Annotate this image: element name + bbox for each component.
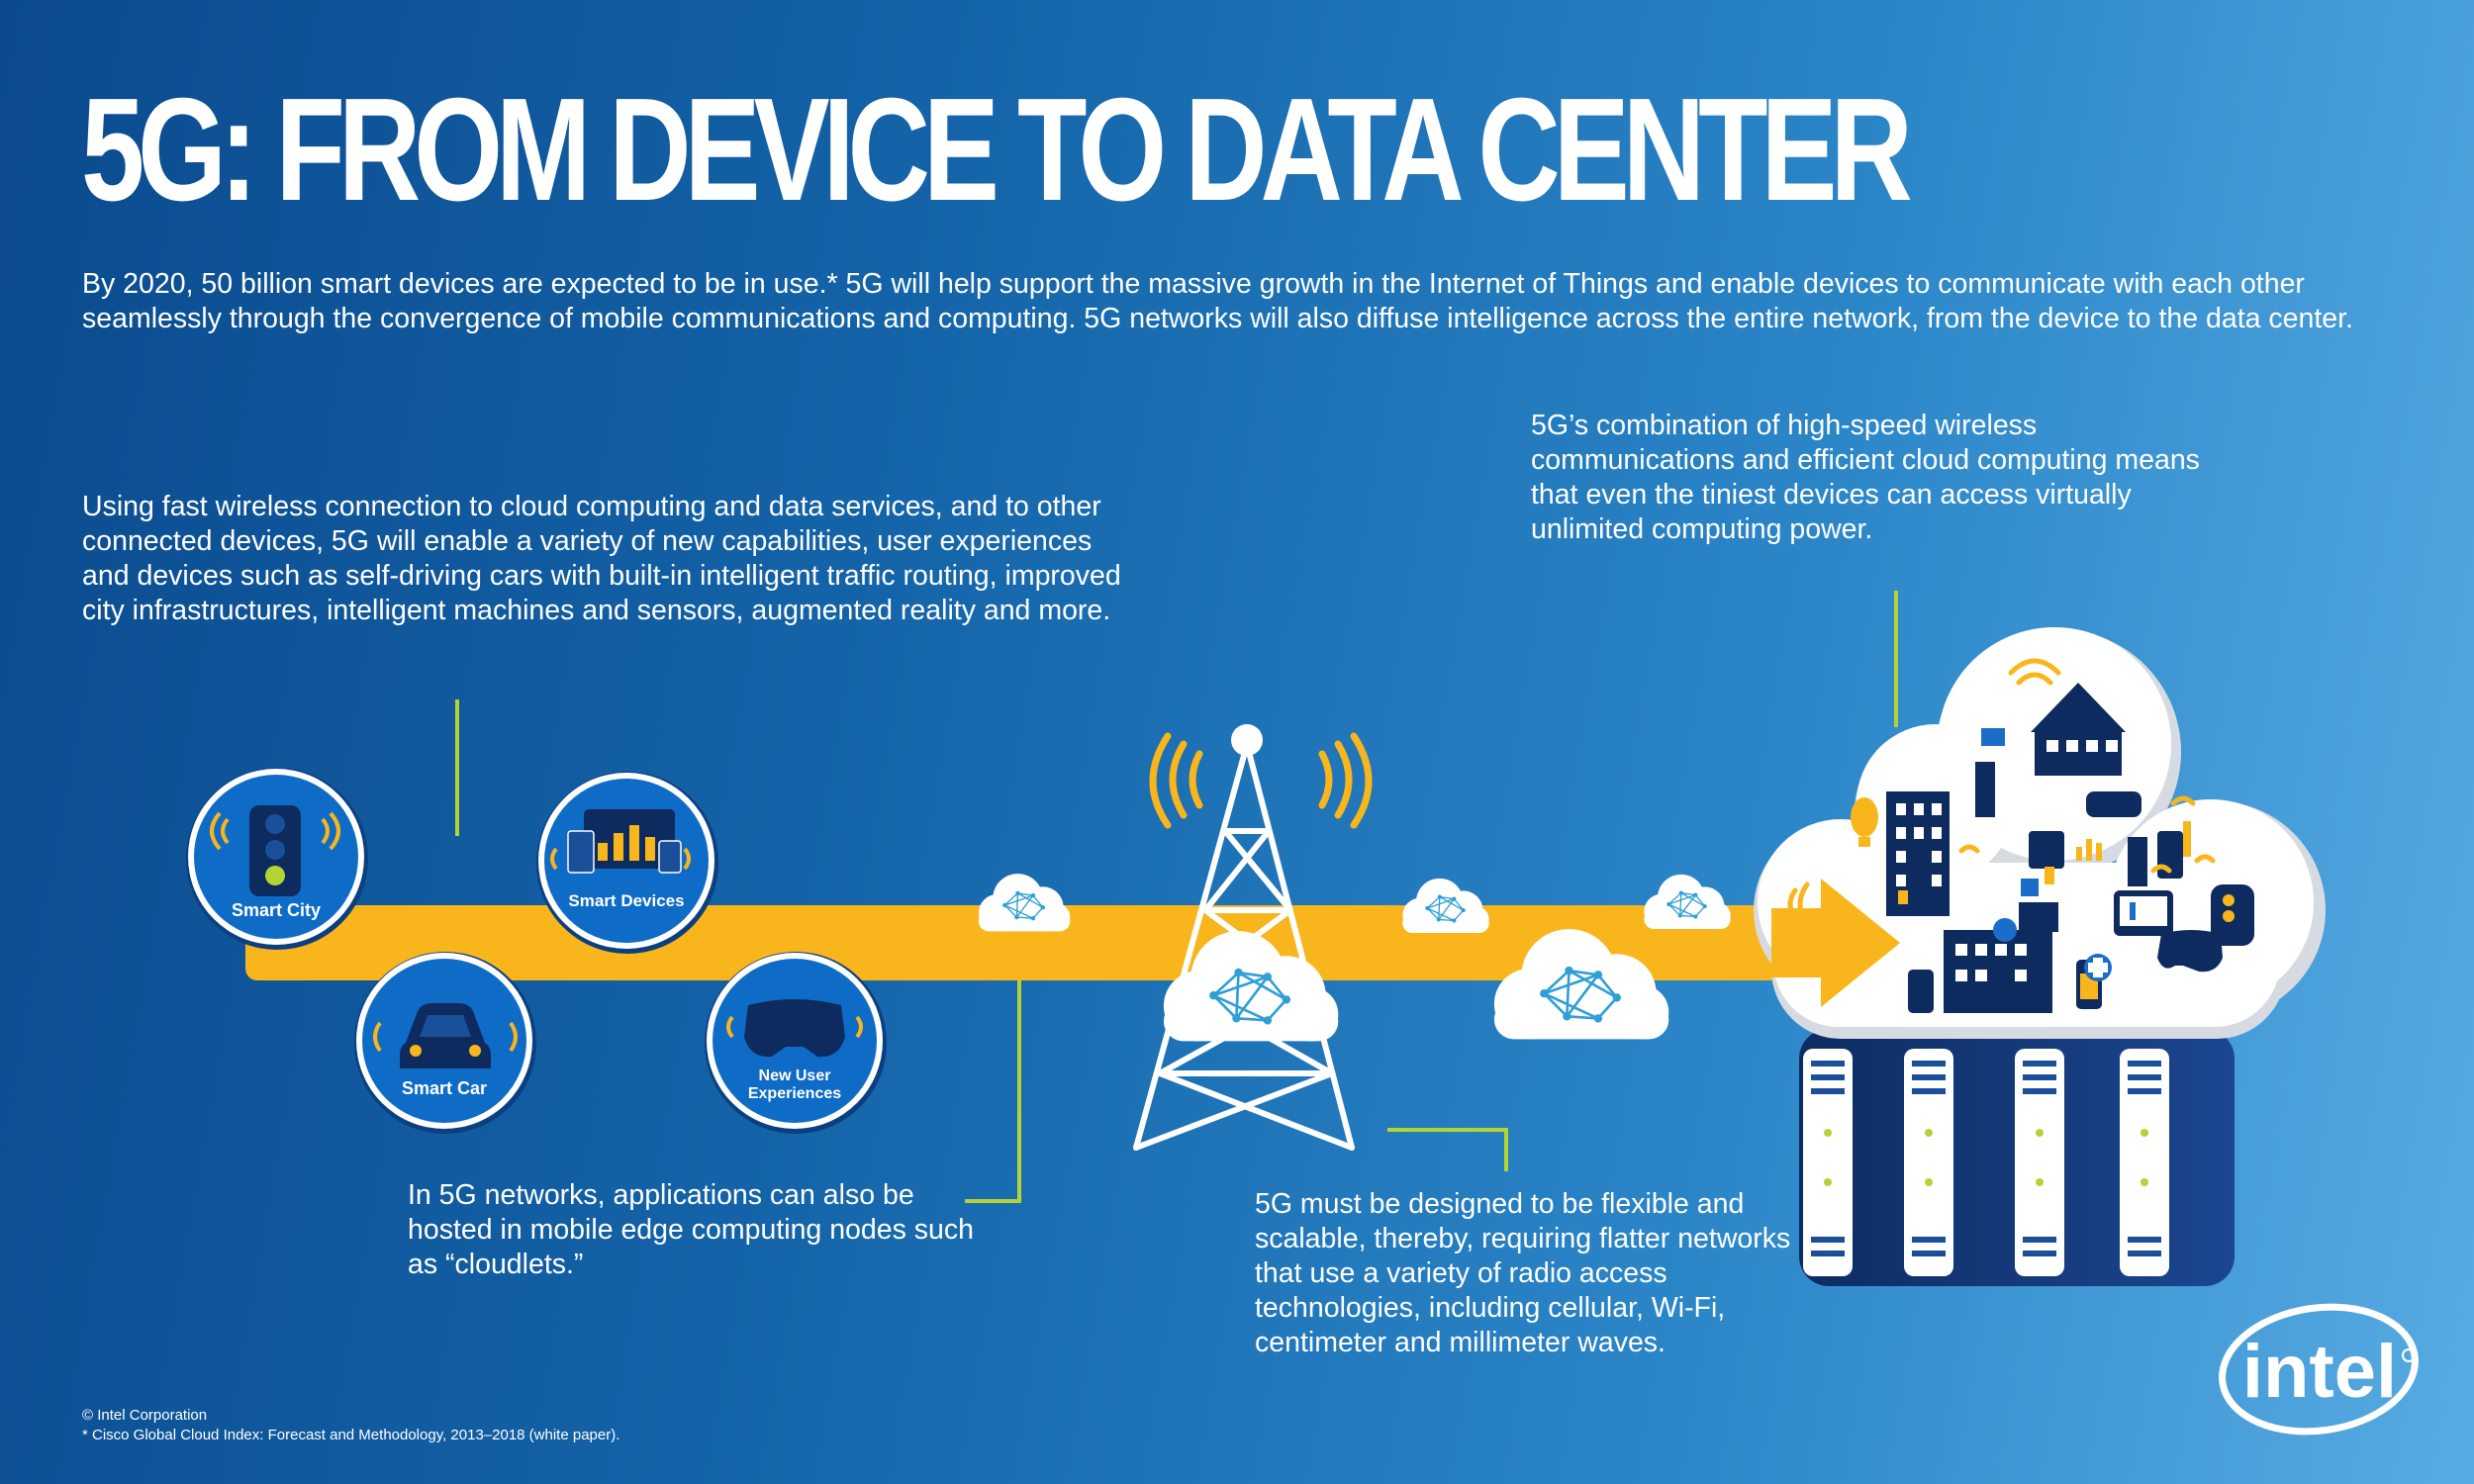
capabilities-text: Using fast wireless connection to cloud … (82, 491, 1121, 626)
badge-smart-car: Smart Car (354, 952, 536, 1134)
car-icon (373, 1003, 518, 1068)
badge-smart-city-label: Smart City (232, 900, 321, 920)
cloud-computing-text: 5G’s combination of high-speed wireless … (1531, 410, 2200, 545)
badge-new-user-experiences: New User Experiences (705, 952, 887, 1134)
badge-smart-devices-label: Smart Devices (568, 891, 684, 910)
devices-icon (550, 809, 691, 874)
connector-lines (455, 591, 1898, 1203)
page-title: 5G: FROM DEVICE TO DATA CENTER (81, 68, 1913, 232)
source-note: * Cisco Global Cloud Index: Forecast and… (82, 1427, 620, 1443)
intro-paragraph: By 2020, 50 billion smart devices are ex… (82, 268, 2353, 334)
intel-logo: intel (2219, 1303, 2419, 1436)
traffic-light-icon (210, 805, 340, 896)
badge-smart-car-label: Smart Car (402, 1078, 487, 1098)
footnotes: © Intel Corporation * Cisco Global Cloud… (82, 1406, 619, 1445)
cloudlets-text: In 5G networks, applications can also be… (408, 1179, 974, 1280)
copyright-note: © Intel Corporation (82, 1407, 208, 1424)
intel-logo-wordmark: intel (2242, 1330, 2397, 1414)
badge-new-user-label-line2: Experiences (748, 1085, 841, 1102)
flexible-networks-text: 5G must be designed to be flexible and s… (1255, 1188, 1791, 1358)
badge-smart-city: Smart City (186, 768, 368, 950)
server-rack-icon (1799, 1029, 2235, 1286)
badge-new-user-label-line1: New User (759, 1067, 831, 1084)
vr-headset-icon (726, 999, 863, 1058)
data-cloud-icon (1754, 627, 2326, 1039)
badge-smart-devices: Smart Devices (536, 772, 718, 954)
